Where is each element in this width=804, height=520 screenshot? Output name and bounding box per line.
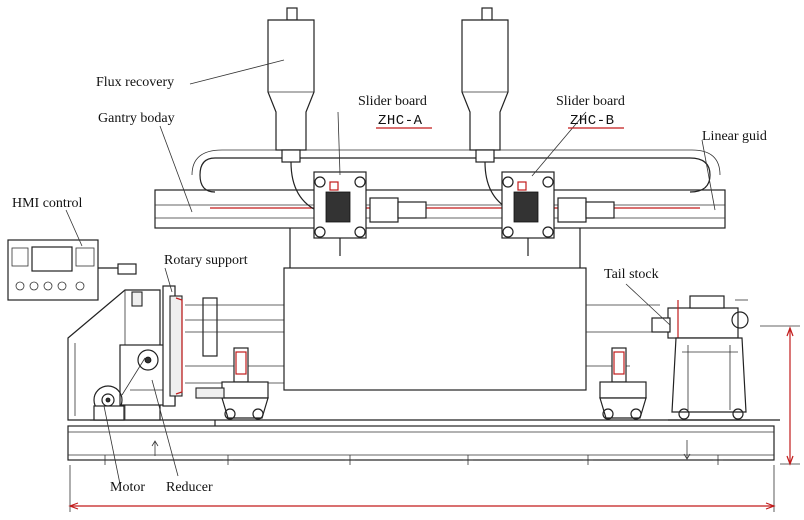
- label-motor: Motor: [110, 480, 145, 495]
- workpiece: [283, 267, 660, 391]
- leader-lines: [65, 59, 716, 485]
- hmi-panel: [7, 239, 137, 301]
- label-gantry-body: Gantry boday: [98, 111, 175, 126]
- linear-guide: [191, 149, 721, 193]
- label-linear-guide: Linear guid: [702, 129, 767, 144]
- headstock: [67, 289, 176, 421]
- flux-hopper-b: [461, 7, 516, 213]
- tail-stock: [651, 295, 750, 421]
- label-slider-board-b-code: ZHC-B: [570, 113, 615, 129]
- label-reducer: Reducer: [166, 480, 213, 495]
- gantry: [154, 189, 726, 268]
- welding-head-a: [313, 171, 427, 256]
- welding-head-b: [501, 171, 615, 256]
- label-slider-board-a-code: ZHC-A: [378, 113, 423, 129]
- flux-hopper-a: [267, 7, 321, 213]
- dimension-lines: [68, 325, 800, 512]
- base-bed: [67, 419, 780, 465]
- label-rotary-support: Rotary support: [164, 253, 248, 268]
- label-slider-board-b: Slider board: [556, 94, 625, 109]
- label-tail-stock: Tail stock: [604, 267, 659, 282]
- label-slider-board-a: Slider board: [358, 94, 427, 109]
- label-flux-recovery: Flux recovery: [96, 75, 175, 90]
- roller-stand-right: [599, 347, 647, 420]
- roller-stand-left: [195, 347, 269, 420]
- label-hmi-control: HMI control: [12, 196, 83, 211]
- rotary-support: [162, 285, 285, 407]
